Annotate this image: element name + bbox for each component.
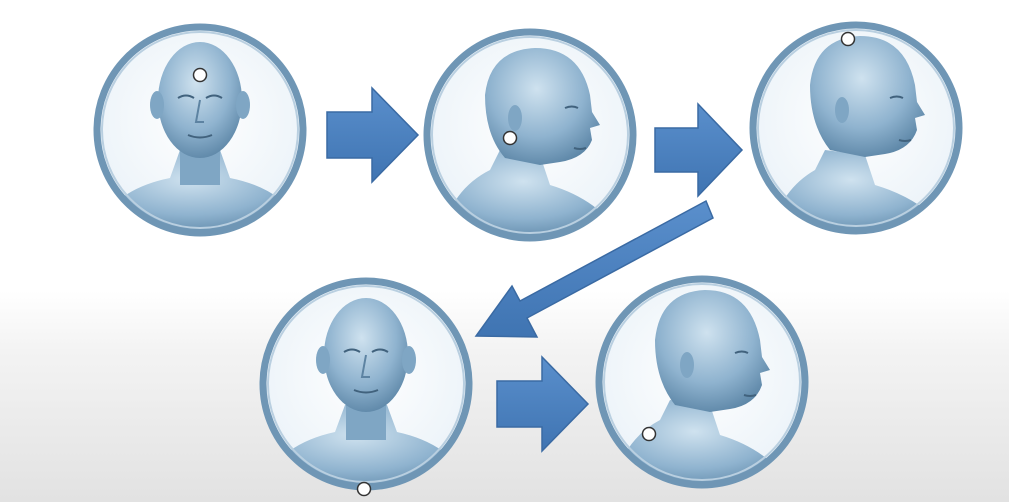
panel-step-1 [95,27,305,235]
panel-step-3 [753,25,959,235]
arrow-step4-to-step5 [497,357,588,451]
panel-step-5 [599,279,805,490]
marker-forehead [194,69,207,82]
panel-step-4 [260,281,472,496]
panel-step-2 [427,32,633,240]
arrow-step2-to-step3 [655,104,742,196]
arrow-step1-to-step2 [327,88,418,182]
marker-nape [643,428,656,441]
marker-crown [842,33,855,46]
marker-chest [358,483,371,496]
marker-behind-ear [504,132,517,145]
